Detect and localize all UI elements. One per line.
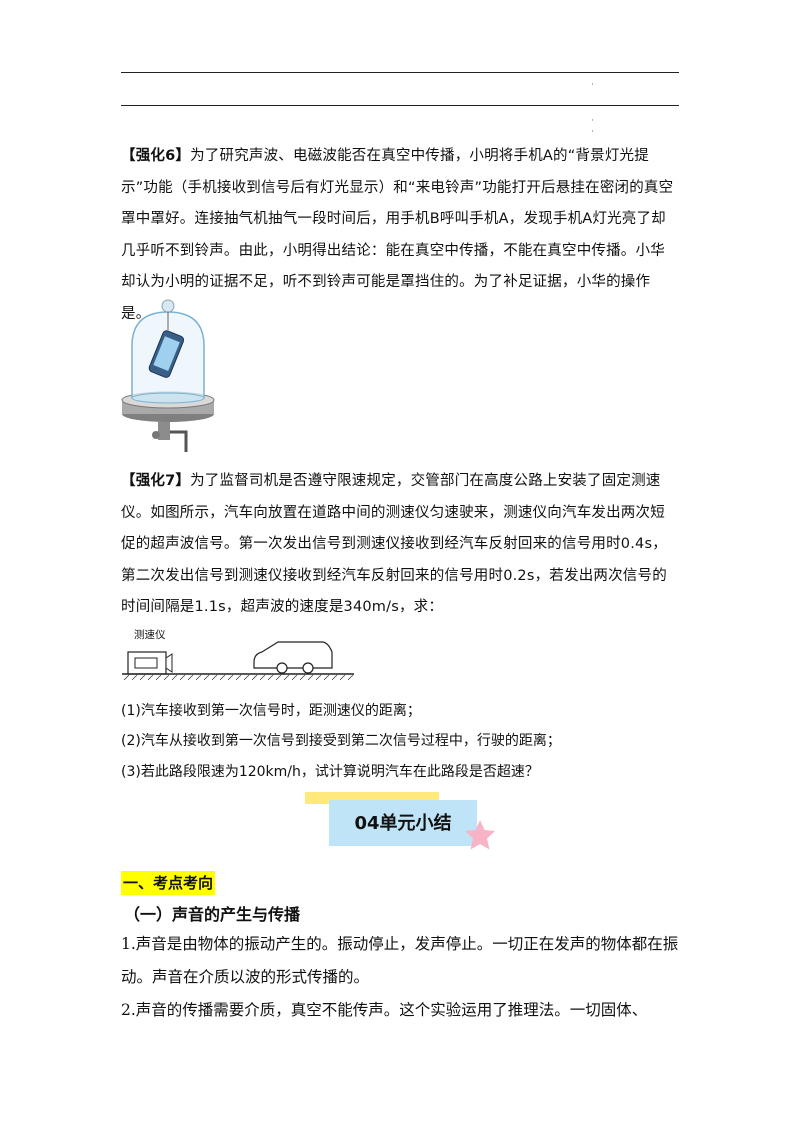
section-banner: 04单元小结	[305, 792, 505, 858]
header-rule-top	[121, 72, 679, 73]
question-7-tag: 【强化7】	[121, 473, 191, 489]
header-rule-bottom	[121, 105, 679, 106]
question-7-item-3: (3)若此路段限速为120km/h，试计算说明汽车在此路段是否超速？	[121, 764, 539, 780]
question-7-item-2: (2)汽车从接收到第一次信号到接受到第二次信号过程中，行驶的距离；	[121, 733, 561, 749]
speed-radar-figure	[122, 641, 354, 681]
banner-title: 04单元小结	[354, 813, 452, 834]
question-7-item-1: (1)汽车接收到第一次信号时，距测速仪的距离；	[121, 703, 421, 719]
question-6-text: 为了研究声波、电磁波能否在真空中传播，小明将手机A的“背景灯光提示”功能（手机接…	[121, 148, 674, 322]
section-heading: 一、考点考向	[121, 871, 216, 895]
point-2: 2.声音的传播需要介质，真空不能传声。这个实验运用了推理法。一切固体、	[121, 1001, 648, 1019]
star-icon	[465, 820, 495, 850]
speed-radar-label: 测速仪	[134, 629, 166, 641]
question-6: 【强化6】为了研究声波、电磁波能否在真空中传播，小明将手机A的“背景灯光提示”功…	[121, 141, 679, 330]
question-7-text: 为了监督司机是否遵守限速规定，交管部门在高度公路上安装了固定测速仪。如图所示，汽…	[121, 473, 667, 615]
question-6-tag: 【强化6】	[121, 148, 191, 164]
section-subheading: （一）声音的产生与传播	[124, 905, 301, 924]
bell-jar-figure	[121, 299, 215, 452]
banner-blue-block	[329, 800, 477, 846]
point-1: 1.声音是由物体的振动产生的。振动停止，发声停止。一切正在发声的物体都在振动。声…	[121, 935, 679, 986]
header-dot: ·	[591, 80, 594, 90]
header-dot: ·	[591, 127, 594, 137]
question-7: 【强化7】为了监督司机是否遵守限速规定，交管部门在高度公路上安装了固定测速仪。如…	[121, 466, 679, 624]
header-dot: ·	[591, 116, 594, 126]
